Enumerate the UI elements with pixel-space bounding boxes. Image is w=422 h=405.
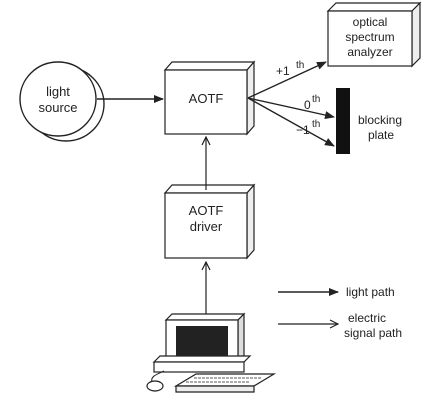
label-plus1-order: +1 th <box>276 60 304 78</box>
keyboard-icon <box>173 373 277 393</box>
osa-label-line3: analyzer <box>347 45 392 59</box>
driver-label-line1: AOTF <box>189 203 224 218</box>
blocking-plate-node: blocking plate <box>336 88 402 154</box>
arrow-zero-order <box>247 97 335 119</box>
label-minus1-order: −1 th <box>296 119 320 137</box>
legend-light-path-label: light path <box>346 285 395 299</box>
osa-label-line1: optical <box>353 15 388 29</box>
light-source-node: light source <box>19 61 105 142</box>
legend-electric-label-line2: signal path <box>344 326 402 340</box>
arrow-plus1-order <box>247 61 327 99</box>
svg-text:th: th <box>312 119 320 130</box>
label-zero-order: 0 th <box>304 94 320 112</box>
svg-text:th: th <box>296 60 304 71</box>
driver-label-line2: driver <box>190 219 223 234</box>
aotf-label: AOTF <box>189 91 224 106</box>
light-source-label-line2: source <box>38 100 77 115</box>
svg-text:th: th <box>312 94 320 105</box>
arrow-minus1-order <box>247 97 335 147</box>
osa-node: optical spectrum analyzer <box>326 1 422 68</box>
legend: light path electric signal path <box>278 285 402 340</box>
blocking-label-line2: plate <box>368 128 394 142</box>
svg-text:+1: +1 <box>276 64 290 78</box>
svg-text:0: 0 <box>304 98 311 112</box>
legend-electric-label-line1: electric <box>348 311 386 325</box>
light-source-label-line1: light <box>46 84 70 99</box>
blocking-label-line1: blocking <box>358 113 402 127</box>
aotf-driver-node: AOTF driver <box>163 183 256 260</box>
mouse-icon <box>146 370 165 392</box>
osa-label-line2: spectrum <box>345 30 394 44</box>
aotf-node: AOTF <box>163 60 256 136</box>
svg-text:−1: −1 <box>296 123 310 137</box>
computer-icon <box>152 312 252 373</box>
